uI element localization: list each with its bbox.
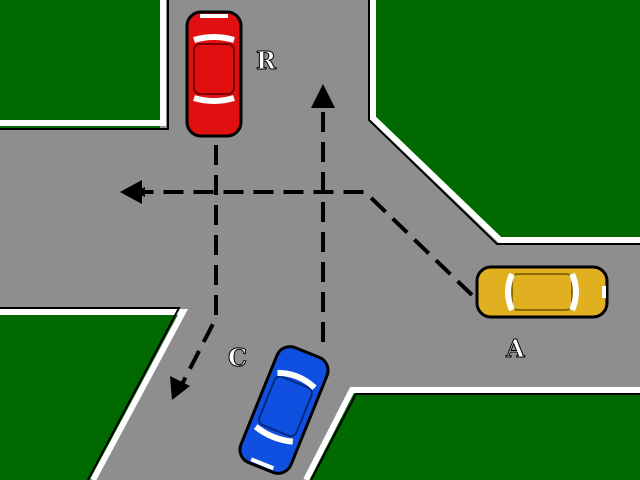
curb-top-right-shadow [368,0,640,245]
car-c-windshield-front [277,369,317,391]
car-a [475,265,609,319]
curb-bottom-left-shadow [0,307,181,480]
curb-bottom-right-shadow [310,393,640,480]
car-a-windshield-front [505,272,515,312]
car-c-rear-bumper [250,457,275,471]
label-r: R [256,46,277,75]
path-car-a-left-turn [135,187,474,297]
curb-bottom-right [303,387,640,480]
car-c [238,345,330,475]
car-r-roof [193,43,235,95]
car-r-front-bumper [200,14,228,18]
movement-paths [135,95,474,397]
arrowhead-down-left [170,376,190,400]
car-r-windshield-rear [193,95,235,104]
label-a: A [505,334,525,363]
curb-bottom-left [0,309,189,480]
car-r-windshield-front [193,34,235,43]
label-c: C [228,343,247,372]
curb-top-left-shadow [0,0,169,130]
car-r [185,10,243,138]
car-c-windshield-rear [253,424,294,445]
car-a-windshield-rear [569,272,579,312]
path-car-r-turn [175,145,218,397]
car-a-rear-light [602,286,606,298]
car-c-roof [258,375,313,438]
arrowhead-up [311,84,335,108]
curb-top-right [370,0,640,243]
curb-top-left [0,0,166,126]
arrowhead-left [120,180,142,204]
car-a-roof [511,273,573,311]
